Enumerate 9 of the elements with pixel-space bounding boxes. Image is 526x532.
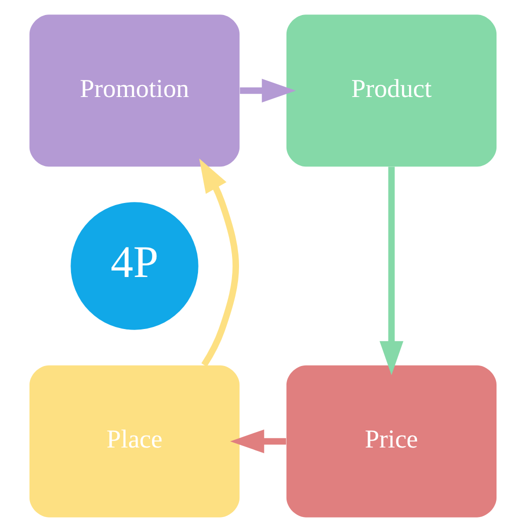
node-box: Price <box>286 365 497 518</box>
arrow <box>240 78 296 103</box>
node-circle: 4P <box>70 202 198 330</box>
node-box: Product <box>286 14 497 167</box>
node-box: Place <box>29 365 240 518</box>
arrow <box>380 166 404 376</box>
node-box: Promotion <box>29 14 240 167</box>
arrow <box>199 158 240 367</box>
arrow <box>230 429 286 454</box>
